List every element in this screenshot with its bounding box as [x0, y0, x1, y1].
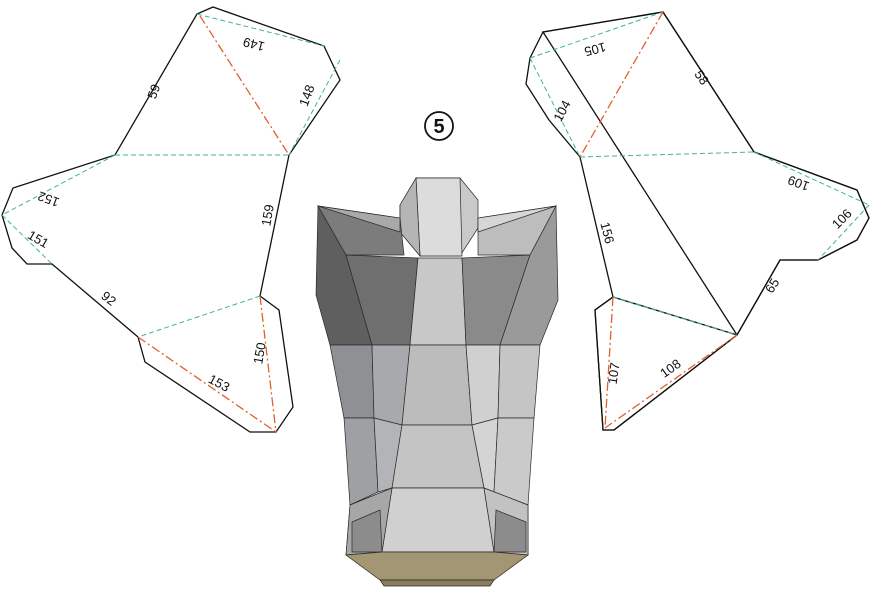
valley-fold — [612, 296, 738, 336]
valley-fold — [817, 204, 870, 261]
edge-label: 106 — [829, 206, 855, 232]
edge-label: 156 — [597, 220, 617, 245]
valley-fold — [137, 295, 261, 338]
edge-label: 105 — [583, 39, 608, 59]
edge-label: 150 — [250, 341, 269, 365]
left-piece-outline — [1, 6, 341, 433]
valley-fold — [1, 154, 116, 216]
mountain-fold — [604, 296, 614, 429]
right-piece-outline — [525, 11, 870, 431]
edge-label: 151 — [25, 227, 51, 251]
valley-fold — [579, 151, 755, 158]
edge-label: 108 — [657, 356, 683, 381]
valley-fold — [288, 59, 341, 156]
right-pattern-piece: 105 58 104 109 156 106 65 107 108 — [525, 11, 870, 431]
edge-label: 159 — [258, 203, 277, 227]
mountain-fold — [137, 336, 277, 433]
valley-fold — [1, 214, 53, 265]
edge-label: 109 — [786, 172, 812, 194]
mountain-fold — [579, 11, 664, 158]
model-preview — [315, 176, 559, 587]
edge-label: 107 — [605, 362, 623, 386]
edge-label: 148 — [296, 83, 318, 109]
edge-label: 149 — [241, 34, 266, 54]
edge-label: 59 — [144, 82, 163, 101]
edge-label: 58 — [691, 67, 712, 87]
edge-label: 104 — [550, 98, 573, 124]
valley-fold — [529, 57, 581, 158]
left-pattern-piece: 149 59 148 152 159 151 92 150 153 — [1, 6, 341, 433]
mountain-fold — [199, 15, 290, 156]
mountain-fold — [604, 334, 738, 429]
valley-fold — [753, 151, 870, 206]
step-number: 5 — [433, 116, 444, 138]
edge-label: 65 — [762, 276, 782, 296]
mountain-fold — [259, 295, 277, 433]
step-badge: 5 — [424, 111, 454, 141]
edge-label: 152 — [36, 188, 62, 210]
edge-label: 153 — [206, 371, 232, 394]
valley-fold — [196, 13, 325, 47]
